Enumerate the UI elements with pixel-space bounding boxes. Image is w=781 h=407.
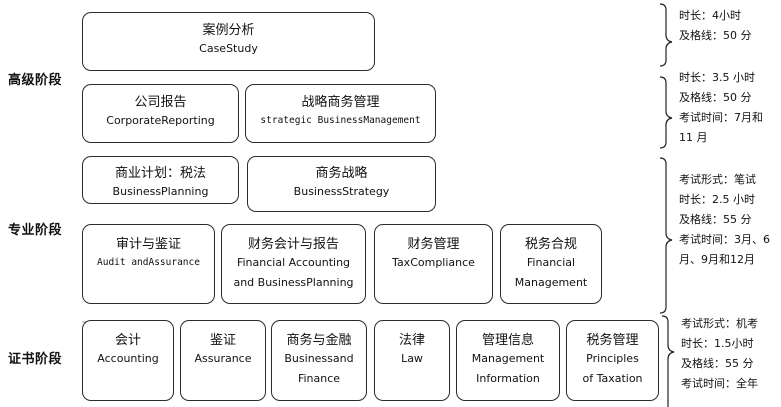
- bracket-case-study: [659, 3, 673, 67]
- module-en-line2: of Taxation: [582, 372, 643, 385]
- module-business-finance: 商务与金融 Businessand Finance: [271, 320, 367, 401]
- note-certificate: 考试形式：机考 时长：1.5小时 及格线：55 分 考试时间：全年: [681, 314, 758, 394]
- bracket-certificate: [661, 315, 675, 407]
- module-en: CaseStudy: [199, 42, 258, 55]
- module-en-line2: Finance: [297, 372, 341, 385]
- module-en: TaxCompliance: [392, 256, 475, 269]
- module-en-line1: Businessand: [284, 352, 354, 365]
- module-en-line1: Management: [471, 352, 545, 365]
- module-tax-compliance: 税务合规 Financial Management: [500, 224, 602, 304]
- level-label-certificate: 证书阶段: [8, 352, 63, 367]
- module-principles-of-taxation: 税务管理 Principles of Taxation: [566, 320, 659, 401]
- module-en-line2: Information: [476, 372, 540, 385]
- module-en: BusinessPlanning: [112, 185, 209, 198]
- note-line: 月、9月和12月: [679, 253, 755, 266]
- module-assurance: 鉴证 Assurance: [180, 320, 266, 401]
- note-line: 时长：2.5 小时: [679, 193, 755, 206]
- note-advanced: 时长：3.5 小时 及格线：50 分 考试时间：7月和 11 月: [679, 68, 763, 148]
- note-line: 考试时间：3月、6: [679, 233, 770, 246]
- module-en: Assurance: [194, 352, 252, 365]
- module-cn: 战略商务管理: [301, 95, 380, 110]
- module-en-line1: Financial Accounting: [236, 256, 351, 269]
- module-corporate-reporting: 公司报告 CorporateReporting: [82, 84, 239, 143]
- module-business-planning-taxation: 商业计划：税法 BusinessPlanning: [82, 156, 239, 204]
- module-en: Accounting: [97, 352, 159, 365]
- note-line: 考试时间：全年: [681, 377, 758, 390]
- module-law: 法律 Law: [374, 320, 450, 401]
- note-line: 时长：4小时: [679, 9, 741, 22]
- module-en: CorporateReporting: [106, 114, 215, 127]
- module-en-line1: Principles: [586, 352, 639, 365]
- note-line: 考试形式：笔试: [679, 173, 756, 186]
- note-line: 及格线：50 分: [679, 91, 752, 104]
- module-cn: 税务合规: [524, 237, 577, 252]
- note-line: 11 月: [679, 131, 708, 144]
- module-cn: 财务会计与报告: [247, 237, 339, 252]
- module-cn: 审计与鉴证: [115, 237, 181, 252]
- module-business-strategy: 商务战略 BusinessStrategy: [247, 156, 436, 212]
- module-en-line2: and BusinessPlanning: [233, 276, 354, 289]
- note-line: 及格线：55 分: [679, 213, 752, 226]
- module-en-line1: Financial: [526, 256, 576, 269]
- module-cn: 案例分析: [202, 23, 255, 38]
- note-line: 及格线：50 分: [679, 29, 752, 42]
- bracket-advanced: [659, 76, 673, 149]
- module-cn: 税务管理: [586, 333, 639, 348]
- module-management-information: 管理信息 Management Information: [456, 320, 560, 401]
- bracket-professional: [659, 157, 673, 314]
- module-en: BusinessStrategy: [293, 185, 390, 198]
- module-cn: 管理信息: [481, 333, 534, 348]
- module-audit-assurance: 审计与鉴证 Audit andAssurance: [82, 224, 215, 304]
- note-line: 考试时间：7月和: [679, 111, 763, 124]
- note-line: 时长：3.5 小时: [679, 71, 755, 84]
- module-cn: 商务与金融: [286, 333, 352, 348]
- note-line: 及格线：55 分: [681, 357, 754, 370]
- module-strategic-business-management: 战略商务管理 strategic BusinessManagement: [245, 84, 436, 143]
- note-line: 考试形式：机考: [681, 317, 758, 330]
- level-label-professional: 专业阶段: [8, 223, 63, 238]
- note-professional: 考试形式：笔试 时长：2.5 小时 及格线：55 分 考试时间：3月、6 月、9…: [679, 170, 770, 270]
- module-en-line2: Management: [514, 276, 588, 289]
- note-case-study: 时长：4小时 及格线：50 分: [679, 6, 752, 46]
- module-cn: 商务战略: [315, 166, 368, 181]
- module-en: strategic BusinessManagement: [260, 115, 421, 126]
- level-label-advanced: 高级阶段: [8, 73, 63, 88]
- module-cn: 公司报告: [134, 95, 187, 110]
- module-cn: 法律: [398, 333, 425, 348]
- module-en: Law: [401, 352, 423, 365]
- module-cn: 财务管理: [407, 237, 460, 252]
- note-line: 时长：1.5小时: [681, 337, 754, 350]
- module-cn: 商业计划：税法: [114, 166, 206, 181]
- module-en: Audit andAssurance: [97, 257, 200, 268]
- module-financial-accounting: 财务会计与报告 Financial Accounting and Busines…: [221, 224, 366, 304]
- module-financial-management: 财务管理 TaxCompliance: [374, 224, 493, 304]
- module-accounting: 会计 Accounting: [82, 320, 174, 401]
- module-case-study: 案例分析 CaseStudy: [82, 12, 375, 71]
- module-cn: 鉴证: [209, 333, 236, 348]
- module-cn: 会计: [114, 333, 141, 348]
